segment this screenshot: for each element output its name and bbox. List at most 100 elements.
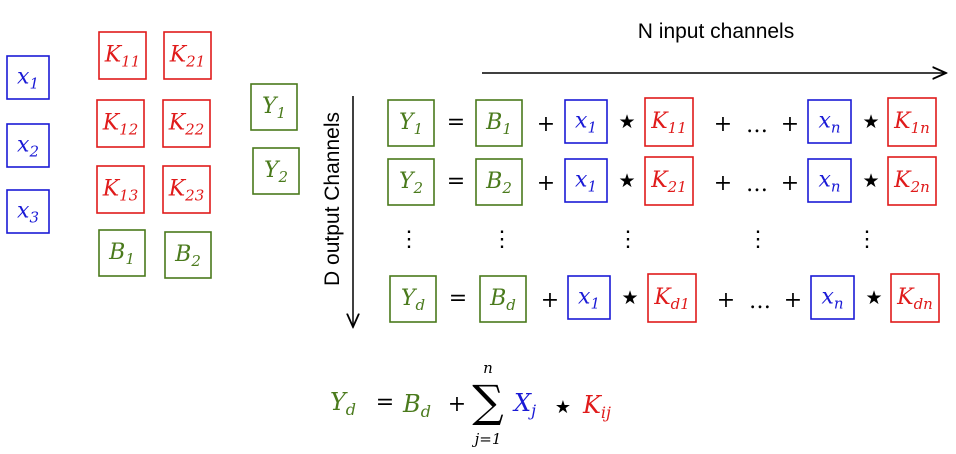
legend-kernel-box-frame — [96, 99, 145, 148]
row-input-box: xn — [810, 275, 855, 320]
legend-input-box: x1 — [6, 55, 50, 100]
legend-output-box-label: Y1 — [262, 94, 286, 122]
formula-output: Yd — [330, 388, 356, 419]
legend-input-box-frame — [6, 55, 50, 100]
row-output-box-label: Y1 — [399, 110, 423, 138]
row-kernel-box-frame — [887, 97, 937, 147]
legend-kernel-box-label: K12 — [102, 111, 139, 139]
plus-sign: + — [537, 171, 555, 196]
legend-kernel-box: K12 — [96, 99, 145, 148]
row-input-box-frame — [807, 99, 852, 144]
legend-kernel-box-frame — [163, 31, 212, 80]
row-bias-box-frame — [479, 275, 527, 323]
legend-bias-box-label: B1 — [108, 240, 135, 268]
row-kernel-box: Kdn — [890, 273, 940, 323]
row-output-box: Y1 — [387, 99, 435, 147]
legend-kernel-box: K23 — [162, 165, 211, 214]
row-kernel-box-label: K2n — [893, 168, 930, 196]
convolution-star: ★ — [862, 170, 879, 192]
vertical-ellipsis: ⋮ — [617, 227, 639, 252]
legend-kernel-box-frame — [162, 165, 211, 214]
ellipsis: … — [749, 289, 771, 314]
legend-kernel-box: K11 — [98, 31, 147, 80]
row-input-box-label: x1 — [575, 168, 597, 196]
row-bias-box-label: Bd — [489, 286, 516, 314]
row-output-box-frame — [389, 275, 437, 323]
summation-sign: ∑ — [472, 377, 503, 428]
plus-sign: + — [784, 288, 802, 313]
ellipsis: … — [746, 172, 768, 197]
plus-sign: + — [781, 171, 799, 196]
row-input-box-frame — [807, 158, 852, 203]
convolution-star: ★ — [618, 111, 635, 133]
legend-bias-box-frame — [164, 231, 212, 279]
row-kernel-box: K1n — [887, 97, 937, 147]
row-kernel-box: K11 — [644, 97, 694, 147]
ellipsis: … — [746, 113, 768, 138]
row-output-box-label: Yd — [401, 286, 425, 314]
legend-input-box-frame — [6, 189, 50, 234]
legend-output-box-frame — [250, 83, 298, 131]
legend-kernel-box-label: K21 — [169, 43, 206, 71]
row-input-box: x1 — [564, 158, 608, 203]
row-kernel-box-frame — [644, 156, 694, 206]
row-input-box-frame — [564, 158, 608, 203]
convolution-star: ★ — [862, 111, 879, 133]
legend-kernel-box-label: K13 — [102, 177, 139, 205]
row-input-box: xn — [807, 99, 852, 144]
legend-kernel-box: K22 — [162, 99, 211, 148]
equals-sign: = — [447, 169, 465, 194]
row-kernel-box-frame — [644, 97, 694, 147]
legend-kernel-box-frame — [98, 31, 147, 80]
row-input-box-label: xn — [818, 109, 840, 137]
legend-kernel-box-label: K11 — [104, 43, 141, 71]
formula-equals: = — [376, 390, 394, 415]
legend-output-box: Y1 — [250, 83, 298, 131]
row-kernel-box-frame — [647, 273, 697, 323]
row-bias-box: Bd — [479, 275, 527, 323]
legend-input-box-label: x1 — [17, 65, 39, 93]
row-input-box-label: x1 — [575, 109, 597, 137]
formula-star: ★ — [555, 397, 571, 418]
legend-input-box-frame — [6, 123, 50, 168]
row-input-box-label: xn — [818, 168, 840, 196]
vertical-ellipsis: ⋮ — [856, 227, 878, 252]
row-kernel-box-label: K11 — [650, 109, 687, 137]
row-input-box-frame — [567, 275, 611, 320]
legend-bias-box: B2 — [164, 231, 212, 279]
summation-upper-limit: n — [483, 359, 493, 377]
row-input-box: x1 — [567, 275, 611, 320]
vertical-ellipsis: ⋮ — [747, 227, 769, 252]
row-input-box-frame — [564, 99, 608, 144]
row-kernel-box-label: K1n — [893, 109, 930, 137]
plus-sign: + — [781, 112, 799, 137]
formula-input: Xj — [512, 389, 536, 420]
row-bias-box-frame — [475, 99, 523, 147]
legend-bias-box-label: B2 — [174, 242, 201, 270]
row-bias-box: B2 — [475, 158, 523, 206]
legend-kernel-box-label: K22 — [168, 111, 205, 139]
row-bias-box-frame — [475, 158, 523, 206]
row-input-box-label: x1 — [578, 285, 600, 313]
formula-bias: Bd — [402, 390, 431, 421]
row-output-box-frame — [387, 99, 435, 147]
legend-bias-box-frame — [98, 229, 146, 277]
convolution-star: ★ — [621, 287, 638, 309]
legend-input-box: x3 — [6, 189, 50, 234]
row-bias-box-label: B2 — [485, 169, 512, 197]
row-input-box-frame — [810, 275, 855, 320]
legend-bias-box: B1 — [98, 229, 146, 277]
legend-output-box-frame — [252, 147, 300, 195]
row-input-box: x1 — [564, 99, 608, 144]
equals-sign: = — [447, 110, 465, 135]
row-output-box: Yd — [389, 275, 437, 323]
equals-sign: = — [449, 286, 467, 311]
plus-sign: + — [714, 112, 732, 137]
legend-output-box: Y2 — [252, 147, 300, 195]
legend-input-box: x2 — [6, 123, 50, 168]
plus-sign: + — [541, 288, 559, 313]
row-kernel-box: K2n — [887, 156, 937, 206]
legend-output-box-label: Y2 — [264, 158, 288, 186]
row-kernel-box: K21 — [644, 156, 694, 206]
